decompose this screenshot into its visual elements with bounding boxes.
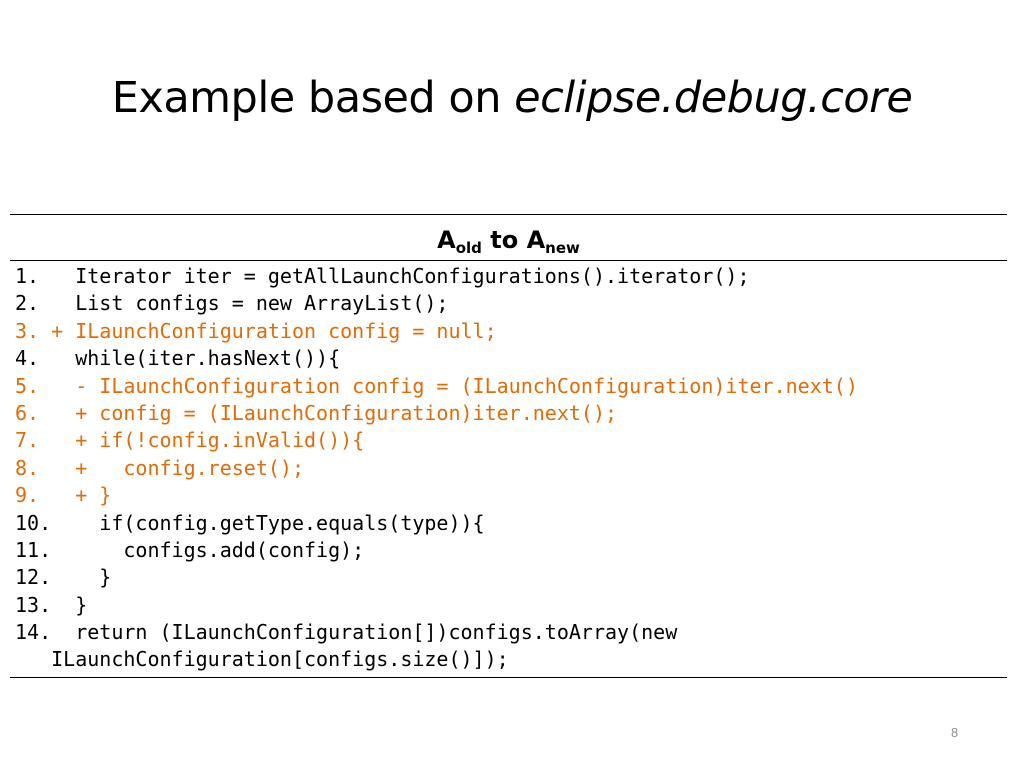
- code-line-4: 4. while(iter.hasNext()){: [15, 346, 341, 371]
- header-a-old: A: [437, 226, 456, 254]
- code-line-9-added: 9. + }: [15, 483, 112, 508]
- code-line-11: 11. configs.add(config);: [15, 537, 365, 562]
- code-line-6-added: 6. + config = (ILaunchConfiguration)iter…: [15, 400, 618, 425]
- code-line-13: 13. }: [15, 592, 88, 617]
- code-line-3-added: 3. + ILaunchConfiguration config = null;: [15, 318, 497, 343]
- code-line-12: 12. }: [15, 565, 112, 590]
- code-line-10: 10. if(config.getType.equals(type)){: [15, 510, 485, 535]
- table-header: Aold to Anew: [10, 215, 1007, 261]
- header-sub-new: new: [545, 239, 580, 257]
- code-line-5-removed: 5. - ILaunchConfiguration config = (ILau…: [15, 373, 858, 398]
- code-line-2: 2. List configs = new ArrayList();: [15, 291, 449, 316]
- code-diff-table: Aold to Anew 1. Iterator iter = getAllLa…: [10, 214, 1007, 678]
- slide-title-emphasis: eclipse.debug.core: [514, 73, 913, 123]
- code-line-14-continued: ILaunchConfiguration[configs.size()]);: [15, 647, 509, 672]
- header-to-a: to A: [481, 226, 546, 254]
- code-line-7-added: 7. + if(!config.inValid()){: [15, 428, 365, 453]
- header-sub-old: old: [455, 239, 482, 257]
- code-line-1: 1. Iterator iter = getAllLaunchConfigura…: [15, 264, 750, 288]
- page-number: 8: [951, 725, 959, 740]
- code-line-8-added: 8. + config.reset();: [15, 455, 304, 480]
- slide-title-prefix: Example based on: [111, 73, 515, 123]
- slide-title: Example based on eclipse.debug.core: [0, 62, 1024, 134]
- code-lines: 1. Iterator iter = getAllLaunchConfigura…: [10, 261, 1007, 674]
- code-line-14: 14. return (ILaunchConfiguration[])confi…: [15, 620, 678, 645]
